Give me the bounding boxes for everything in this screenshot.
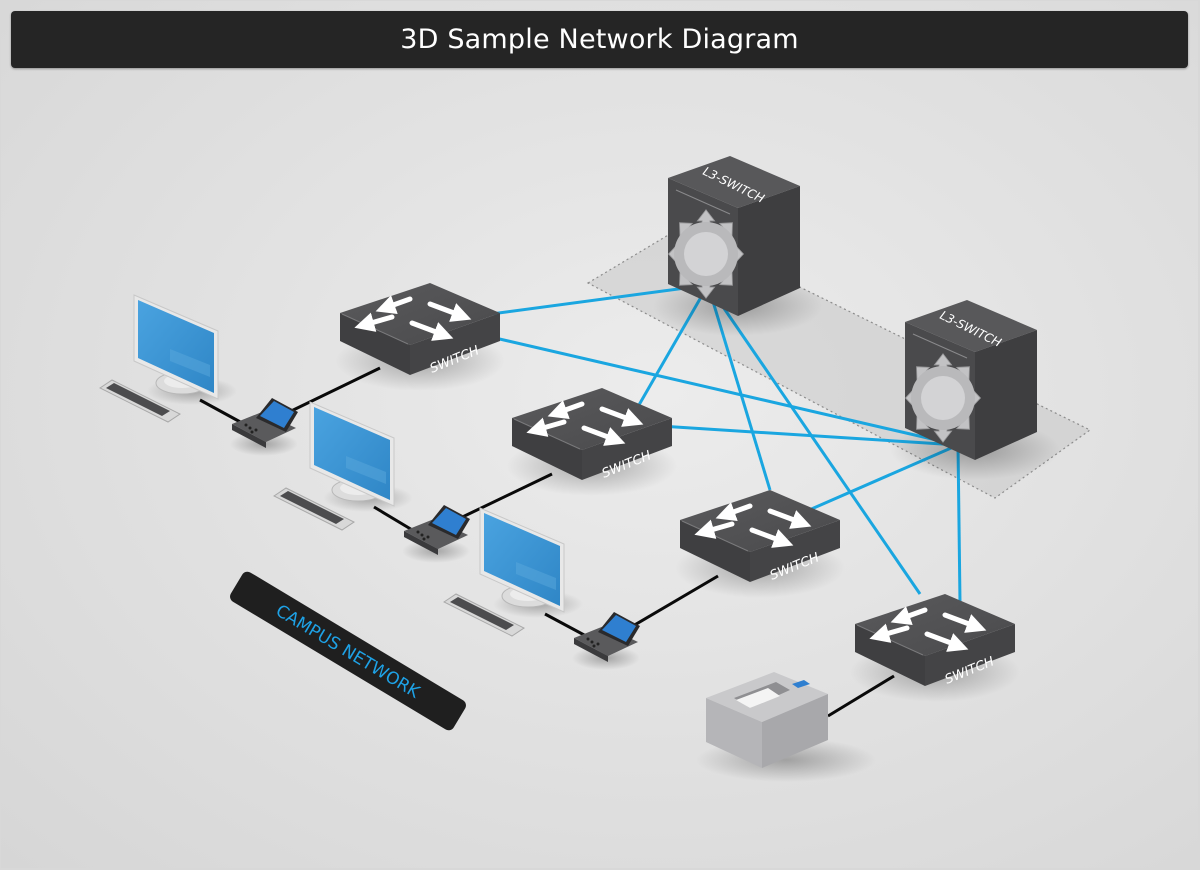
uplink-sw4-l3a	[706, 284, 922, 595]
switch-1[interactable]: SWITCH	[335, 283, 505, 391]
ip-phone-3[interactable]	[572, 612, 640, 670]
switch-2[interactable]: SWITCH	[507, 388, 677, 496]
campus-network-badge: CAMPUS NETWORK	[230, 571, 466, 731]
ip-phone-1[interactable]	[230, 398, 298, 456]
l3-switch-a[interactable]: L3-SWITCH	[652, 155, 824, 337]
multi-arrow-star-icon	[904, 353, 982, 443]
multi-arrow-star-icon	[667, 209, 745, 299]
l3-switch-b[interactable]: L3-SWITCH	[889, 299, 1061, 481]
switch-4[interactable]: SWITCH	[850, 594, 1020, 702]
page-title: 3D Sample Network Diagram	[400, 24, 799, 55]
ip-phone-2[interactable]	[402, 505, 470, 563]
uplink-sw1-l3b	[477, 332, 959, 447]
switch-3[interactable]: SWITCH	[675, 490, 845, 598]
printer[interactable]	[696, 672, 876, 782]
title-bar: 3D Sample Network Diagram	[11, 11, 1188, 68]
access-link-pc3-ph3	[544, 612, 587, 638]
campus-network-label: CAMPUS NETWORK	[272, 601, 424, 703]
workstation-1[interactable]	[99, 294, 238, 423]
workstation-2[interactable]	[273, 401, 414, 531]
